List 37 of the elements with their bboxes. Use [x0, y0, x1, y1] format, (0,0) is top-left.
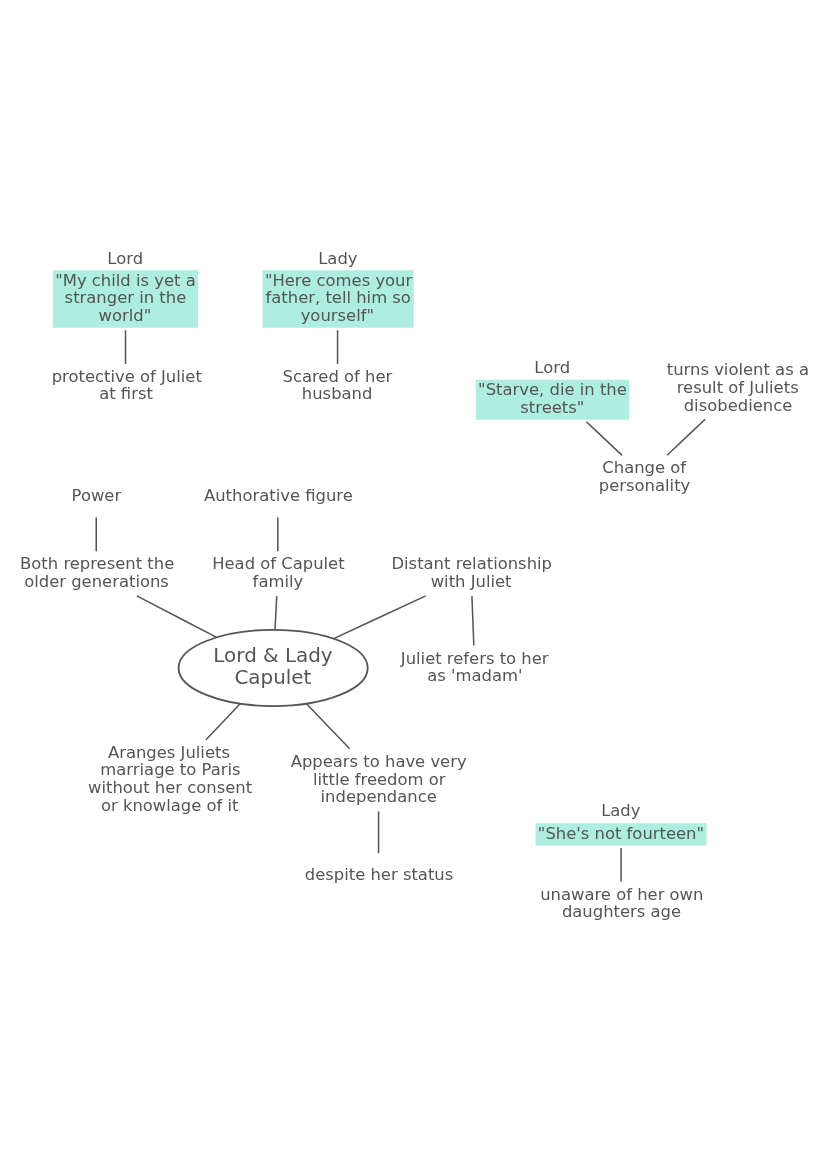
node-text: Distant relationship with Juliet: [391, 553, 553, 591]
connector: [585, 420, 623, 456]
connector: [277, 516, 279, 552]
connector: [332, 594, 427, 639]
connector: [124, 329, 127, 365]
connector: [305, 702, 351, 749]
node-text: despite her status: [304, 864, 454, 884]
node-box: "Here comes your father, tell him so yourself": [262, 269, 414, 328]
node-ellipse: Lord & Lady Capulet: [177, 628, 369, 707]
node-label: Lady: [318, 247, 358, 267]
node-text: unaware of her own daughters age: [540, 884, 704, 921]
node-text: Authorative figure: [204, 485, 353, 505]
node-text: Juliet refers to her as 'madam': [400, 648, 549, 685]
connector: [205, 702, 241, 740]
node-text: Power: [71, 485, 122, 505]
connector: [620, 846, 622, 882]
node-text: protective of Juliet at first: [51, 366, 202, 403]
connector: [274, 594, 278, 630]
node-label: Lord: [534, 357, 571, 377]
connector: [95, 516, 97, 552]
connector: [666, 417, 706, 456]
node-text: Change of personality: [598, 457, 691, 495]
node-text: Both represent the older generations: [20, 553, 175, 591]
node-box: "Starve, die in the streets": [475, 379, 630, 420]
node-text: Scared of her husband: [282, 366, 393, 403]
connector: [377, 810, 380, 854]
node-label: Lord: [107, 247, 144, 267]
connector: [471, 594, 475, 646]
connector: [336, 329, 339, 365]
node-text: Head of Capulet family: [212, 553, 345, 591]
node-text: Aranges Juliets marriage to Paris without her consent or knowlage of it: [88, 742, 253, 815]
node-box: "My child is yet a stranger in the world": [52, 269, 199, 328]
node-text: turns violent as a result of Juliets disobedience: [666, 359, 809, 415]
node-text: Appears to have very little freedom or independance: [290, 751, 467, 806]
connector: [136, 594, 218, 638]
node-label: Lady: [601, 800, 641, 820]
node-box: "She's not fourteen": [535, 822, 707, 845]
